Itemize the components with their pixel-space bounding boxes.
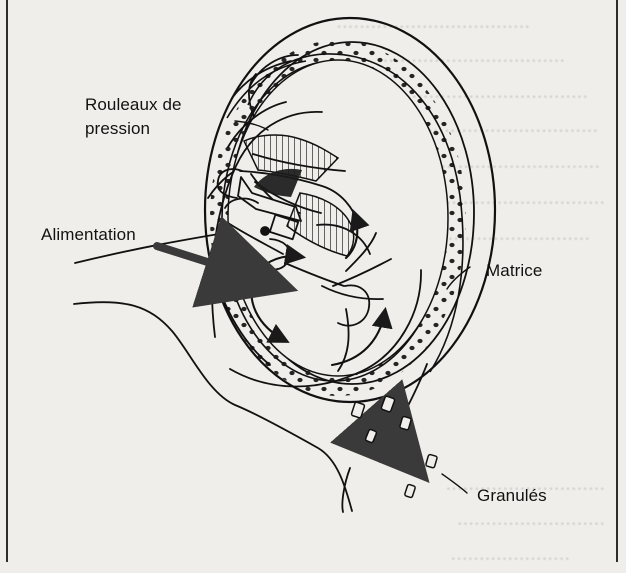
pellets-label: Granulés	[477, 486, 547, 506]
feed-label: Alimentation	[41, 225, 136, 245]
pressure-rollers-label: Rouleaux de pression	[85, 93, 182, 141]
die-label: Matrice	[486, 261, 542, 281]
pellet-output-arrow	[383, 430, 419, 471]
pressure-rollers-label-line-1: Rouleaux de	[85, 93, 182, 117]
pressure-rollers-label-line-2: pression	[85, 117, 182, 141]
